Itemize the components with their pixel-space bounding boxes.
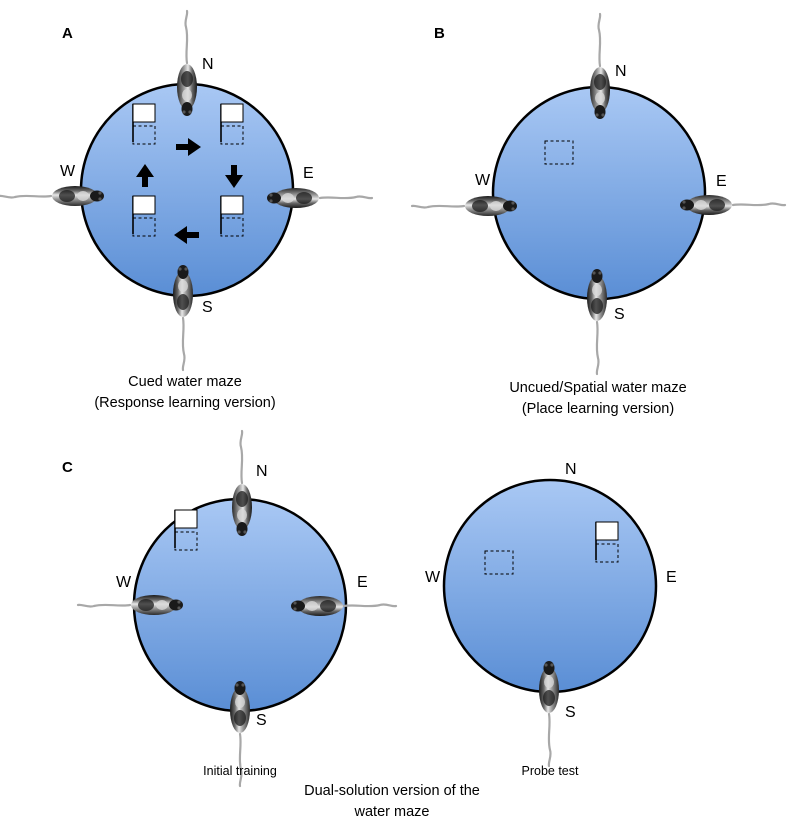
arrow-right-icon	[176, 138, 201, 156]
rat-west-icon	[0, 184, 106, 208]
label-probe-test: Probe test	[522, 764, 580, 778]
compass-north: N	[565, 461, 577, 478]
compass-north: N	[256, 463, 268, 480]
compass-west: W	[116, 574, 132, 591]
hidden-platform	[544, 140, 574, 165]
compass-north: N	[202, 56, 214, 73]
arrow-up-icon	[136, 164, 154, 187]
caption-c-line2: water maze	[354, 804, 430, 820]
compass-west: W	[475, 172, 491, 189]
rat-south-icon	[585, 267, 609, 376]
compass-east: E	[716, 173, 727, 190]
caption-b-line2: (Place learning version)	[522, 401, 674, 417]
panel-a: A N S W E Cued water maze (Response lear…	[0, 9, 374, 411]
panel-c: C N S W E Initial training N S W E Pr	[62, 429, 677, 820]
rat-north-icon	[588, 12, 612, 121]
rat-west-icon	[410, 194, 519, 218]
compass-north: N	[615, 63, 627, 80]
compass-south: S	[565, 704, 576, 721]
hidden-platform	[484, 550, 514, 575]
rat-south-icon	[171, 263, 195, 372]
arrow-down-icon	[225, 165, 243, 188]
pool-c-right	[442, 478, 658, 694]
caption-a-line2: (Response learning version)	[94, 395, 275, 411]
label-initial-training: Initial training	[203, 764, 277, 778]
compass-east: E	[303, 165, 314, 182]
rat-east-icon	[265, 186, 374, 210]
caption-c-line1: Dual-solution version of the	[304, 783, 480, 799]
rat-north-icon	[230, 429, 254, 538]
compass-west: W	[60, 163, 76, 180]
panel-letter-b: B	[434, 25, 445, 42]
rat-east-icon	[678, 193, 787, 217]
pool-initial-training: N S W E Initial training	[76, 429, 398, 788]
compass-east: E	[666, 569, 677, 586]
compass-east: E	[357, 574, 368, 591]
panel-letter-c: C	[62, 459, 73, 476]
panel-letter-a: A	[62, 25, 73, 42]
rat-north-icon	[175, 9, 199, 118]
panel-b: B N S W E Uncued/Spatial water maze (Pla…	[410, 12, 787, 417]
arrow-left-icon	[174, 226, 199, 244]
caption-b-line1: Uncued/Spatial water maze	[509, 380, 686, 396]
compass-south: S	[256, 712, 267, 729]
caption-a-line1: Cued water maze	[128, 374, 242, 390]
compass-west: W	[425, 569, 441, 586]
rat-west-icon	[76, 593, 185, 617]
pool-probe-test: N S W E Probe test	[425, 461, 677, 778]
rat-south-icon	[537, 659, 561, 768]
compass-south: S	[202, 299, 213, 316]
compass-south: S	[614, 306, 625, 323]
